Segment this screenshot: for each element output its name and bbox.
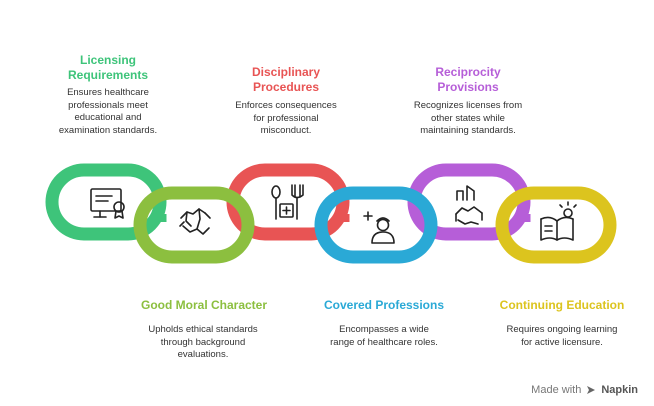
link-moral: [133, 186, 255, 264]
certificate-monitor-icon: [90, 188, 125, 219]
education-description: Requires ongoing learning for active lic…: [506, 324, 618, 348]
handshake-buildings-icon: [455, 185, 483, 225]
reciprocity-description: Recognizes licenses from other states wh…: [413, 100, 523, 136]
licensing-title: Licensing Requirements: [67, 53, 149, 82]
made-with-label: Made with: [531, 384, 582, 396]
covered-description: Encompasses a wide range of healthcare r…: [330, 324, 438, 348]
napkin-brand: Napkin: [601, 384, 638, 396]
handshake-hands-icon: [179, 208, 211, 235]
link-covered: [314, 186, 438, 264]
moral-description: Upholds ethical standards through backgr…: [148, 324, 258, 360]
nurse-icon: [363, 211, 395, 244]
education-title: Continuing Education: [499, 298, 625, 312]
disciplinary-description: Enforces consequences for professional m…: [235, 100, 337, 136]
disciplinary-title: Disciplinary Procedures: [251, 65, 321, 94]
link-education: [495, 186, 617, 264]
reciprocity-title: Reciprocity Provisions: [435, 65, 501, 94]
licensing-description: Ensures healthcare professionals meet ed…: [58, 87, 158, 136]
book-lightbulb-icon: [540, 201, 577, 241]
made-with-napkin: Made with Napkin: [531, 384, 638, 396]
covered-title: Covered Professions: [323, 298, 445, 312]
moral-title: Good Moral Character: [140, 298, 268, 312]
tools-medical-icon: [271, 184, 304, 220]
napkin-logo-icon: [587, 386, 596, 394]
